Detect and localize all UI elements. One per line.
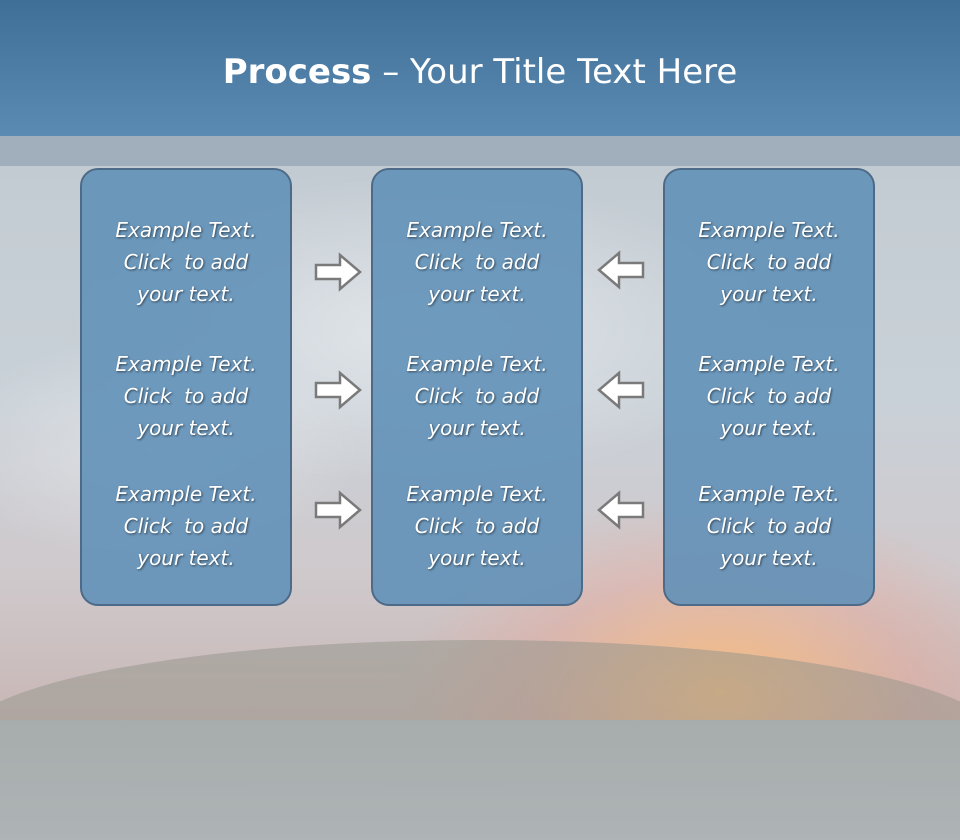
text-line: Example Text. xyxy=(406,482,548,506)
text-line: your text. xyxy=(720,282,818,306)
slide-title-bold: Process xyxy=(222,52,372,92)
text-line: Click to add xyxy=(123,514,249,538)
right-panel[interactable]: Example Text. Click to add your text. Ex… xyxy=(663,168,875,606)
text-line: your text. xyxy=(428,416,526,440)
text-line: your text. xyxy=(428,546,526,570)
text-line: Example Text. xyxy=(115,218,257,242)
text-placeholder[interactable]: Example Text. Click to add your text. xyxy=(373,348,581,444)
text-line: Example Text. xyxy=(698,352,840,376)
left-arrow-icon[interactable] xyxy=(597,250,645,290)
left-arrow-icon[interactable] xyxy=(597,490,645,530)
text-line: Click to add xyxy=(414,384,540,408)
right-arrow-icon[interactable] xyxy=(314,490,362,530)
text-line: Example Text. xyxy=(698,482,840,506)
text-line: your text. xyxy=(720,546,818,570)
text-placeholder[interactable]: Example Text. Click to add your text. xyxy=(82,214,290,310)
title-sub-band xyxy=(0,136,960,166)
text-line: Click to add xyxy=(123,250,249,274)
slide-title[interactable]: Process – Your Title Text Here xyxy=(0,52,960,92)
text-line: your text. xyxy=(428,282,526,306)
text-placeholder[interactable]: Example Text. Click to add your text. xyxy=(82,478,290,574)
right-arrow-icon[interactable] xyxy=(314,252,362,292)
left-arrow-icon[interactable] xyxy=(597,370,645,410)
text-line: Example Text. xyxy=(115,352,257,376)
text-line: Click to add xyxy=(706,384,832,408)
text-line: your text. xyxy=(720,416,818,440)
text-placeholder[interactable]: Example Text. Click to add your text. xyxy=(373,478,581,574)
text-line: Click to add xyxy=(414,250,540,274)
text-placeholder[interactable]: Example Text. Click to add your text. xyxy=(82,348,290,444)
text-line: Example Text. xyxy=(698,218,840,242)
text-line: Click to add xyxy=(706,250,832,274)
text-line: Click to add xyxy=(123,384,249,408)
left-panel[interactable]: Example Text. Click to add your text. Ex… xyxy=(80,168,292,606)
text-line: Example Text. xyxy=(115,482,257,506)
text-line: Click to add xyxy=(414,514,540,538)
text-line: your text. xyxy=(137,282,235,306)
text-line: Click to add xyxy=(706,514,832,538)
text-placeholder[interactable]: Example Text. Click to add your text. xyxy=(665,478,873,574)
text-placeholder[interactable]: Example Text. Click to add your text. xyxy=(665,214,873,310)
text-placeholder[interactable]: Example Text. Click to add your text. xyxy=(373,214,581,310)
background-hill xyxy=(0,640,960,840)
text-line: your text. xyxy=(137,546,235,570)
text-line: your text. xyxy=(137,416,235,440)
right-arrow-icon[interactable] xyxy=(314,370,362,410)
text-placeholder[interactable]: Example Text. Click to add your text. xyxy=(665,348,873,444)
text-line: Example Text. xyxy=(406,352,548,376)
center-panel[interactable]: Example Text. Click to add your text. Ex… xyxy=(371,168,583,606)
slide-title-rest: – Your Title Text Here xyxy=(371,52,738,92)
text-line: Example Text. xyxy=(406,218,548,242)
title-band xyxy=(0,0,960,136)
